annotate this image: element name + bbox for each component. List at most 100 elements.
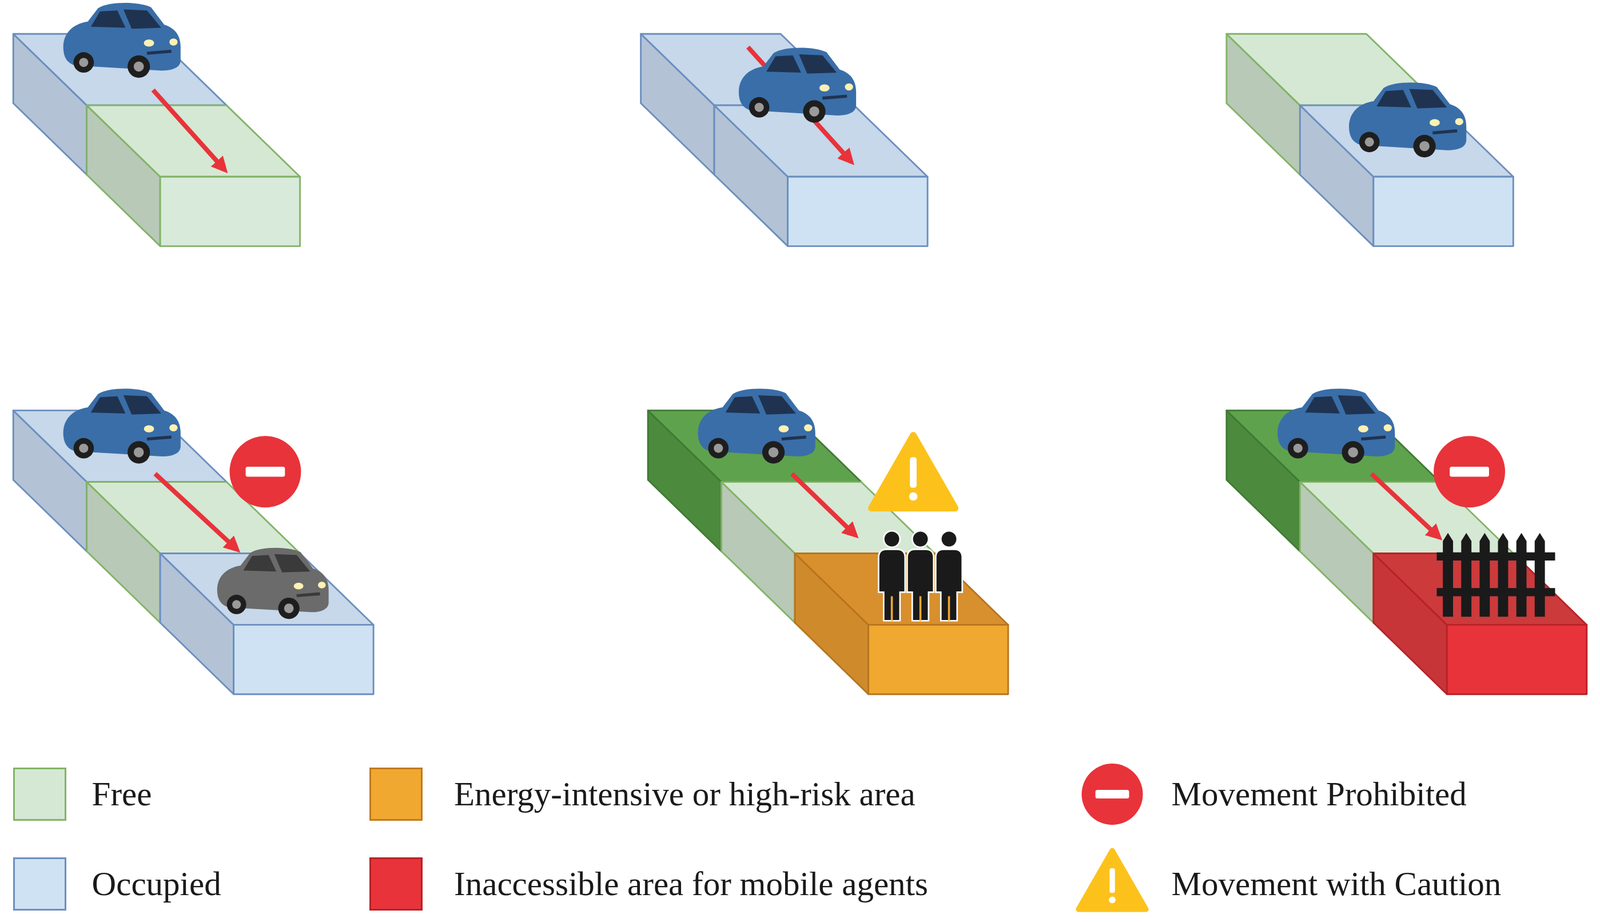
car-hub: [754, 102, 764, 113]
fence-picket: [1442, 532, 1454, 617]
car-headlight: [1429, 118, 1440, 126]
car-wheel: [1287, 438, 1309, 459]
car-headlight: [144, 39, 155, 47]
car-headlight: [1455, 117, 1464, 125]
car-wheel: [749, 97, 770, 118]
car-windshield: [1409, 89, 1447, 109]
car-grille: [822, 96, 847, 99]
car-headlight: [293, 582, 304, 590]
movement-arrow: [1371, 473, 1439, 537]
car-hub: [713, 443, 723, 453]
car-grille: [296, 593, 321, 596]
car-window: [1376, 89, 1412, 107]
legend-label: Inaccessible area for mobile agents: [454, 865, 929, 903]
fence-picket: [1461, 532, 1472, 617]
car-windshield: [758, 395, 796, 415]
car-wheel: [73, 438, 94, 459]
car-body: [1277, 388, 1395, 457]
block-front: [1373, 176, 1514, 246]
car-hub: [1347, 447, 1359, 458]
car-wheel: [707, 438, 729, 459]
car-headlight: [169, 424, 178, 432]
block-front: [233, 624, 374, 694]
car-icon: [63, 388, 181, 464]
car-body: [698, 388, 816, 457]
person-head: [883, 530, 901, 548]
block-top: [86, 105, 301, 177]
block-front: [160, 176, 300, 246]
car-wheel: [73, 52, 94, 73]
block-front: [1446, 624, 1587, 694]
legend-swatch: [13, 857, 67, 911]
movement-arrow: [153, 89, 225, 170]
caution-triangle: [871, 435, 955, 508]
car-windshield: [274, 554, 311, 573]
legend-label: Energy-intensive or high-risk area: [454, 775, 916, 813]
car-headlight: [804, 424, 813, 432]
car-headlight: [317, 581, 326, 589]
car-wheel: [127, 55, 150, 78]
car-hub: [809, 106, 820, 117]
car-headlight: [845, 83, 854, 91]
car-grille: [781, 436, 807, 440]
legend-swatch: [369, 857, 423, 911]
caution-symbol: [871, 435, 955, 508]
prohibited-symbol: [1081, 763, 1144, 825]
prohibited-symbol: [1433, 435, 1506, 508]
car-hub: [768, 447, 779, 458]
legend-label: Occupied: [92, 865, 222, 903]
legend-label: Movement Prohibited: [1171, 775, 1467, 813]
car-body: [217, 547, 329, 613]
car-hub: [1293, 443, 1303, 453]
car-wheel: [1359, 132, 1380, 153]
car-wheel: [1413, 134, 1436, 158]
car-windshield: [1337, 395, 1376, 415]
car-headlight: [1358, 425, 1369, 433]
movement-arrow: [154, 473, 237, 549]
prohibited-symbol: [229, 435, 301, 508]
car-window: [725, 396, 761, 414]
car-hub: [1364, 137, 1375, 147]
prohibited-bar: [1449, 466, 1490, 477]
car-hub: [78, 57, 89, 67]
person-leg-gap: [890, 595, 894, 621]
caution-symbol: [1078, 850, 1146, 909]
prohibited-circle: [229, 435, 301, 508]
car-wheel: [762, 440, 785, 464]
car-window: [1304, 396, 1340, 414]
prohibited-bar: [245, 466, 286, 477]
person-leg-gap: [948, 595, 951, 621]
car-window: [90, 396, 126, 414]
car-headlight: [1383, 424, 1392, 432]
legend-swatch: [369, 767, 423, 821]
car-icon: [217, 547, 329, 619]
car-headlight: [778, 425, 790, 433]
car-grille: [146, 436, 172, 440]
people-icon: [878, 530, 962, 621]
prohibited-circle: [1081, 763, 1144, 825]
person-body: [878, 548, 905, 621]
car-window: [766, 55, 802, 73]
caution-mark: [909, 456, 917, 488]
car-headlight: [169, 38, 178, 46]
block: [86, 105, 301, 246]
car-hub: [133, 447, 145, 458]
car-hub: [284, 603, 294, 614]
fence-picket: [1479, 532, 1490, 617]
person-body: [935, 548, 962, 621]
person-leg-gap: [919, 595, 922, 621]
car-icon: [1277, 388, 1395, 464]
prohibited-circle: [1433, 435, 1506, 508]
car-window: [243, 554, 277, 572]
car-wheel: [1342, 440, 1365, 464]
car-grille: [1432, 130, 1458, 134]
car-hub: [78, 443, 89, 453]
car-headlight: [144, 425, 155, 433]
fence-picket: [1534, 532, 1546, 617]
car-headlight: [819, 84, 830, 92]
prohibited-bar: [1095, 789, 1130, 799]
car-icon: [738, 48, 857, 123]
fence-icon: [1436, 532, 1555, 617]
car-hub: [232, 599, 241, 609]
